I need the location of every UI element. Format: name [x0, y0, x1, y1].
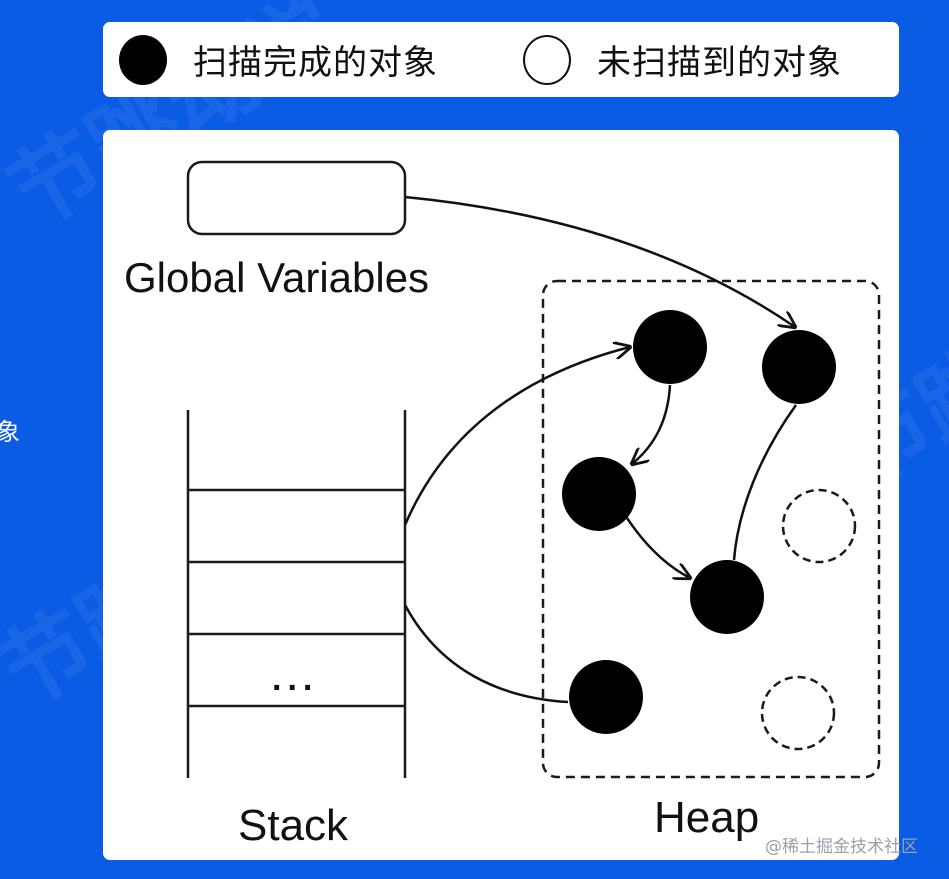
cropped-side-text: 象 — [0, 418, 20, 446]
heap-object-scanned — [633, 310, 707, 384]
global-variables-box — [186, 160, 407, 236]
heap-object-scanned — [690, 560, 764, 634]
stack-label: Stack — [238, 801, 349, 850]
edge-global-to-n2 — [404, 195, 795, 327]
heap-region — [541, 279, 881, 779]
diagram-panel — [103, 130, 899, 860]
heap-object-scanned — [562, 457, 636, 531]
edge-n3-to-n5 — [625, 517, 690, 578]
heap-object-scanned — [762, 330, 836, 404]
legend: 扫描完成的对象 未扫描到的对象 — [103, 22, 899, 97]
edge-n2-to-n5 — [732, 404, 798, 561]
heap-object-unscanned — [760, 675, 836, 751]
edge-stack-to-n6 — [403, 604, 569, 704]
credit-watermark: @稀土掘金技术社区 — [765, 837, 918, 857]
heap-object-unscanned — [781, 488, 857, 564]
legend-label-scanned: 扫描完成的对象 — [193, 43, 438, 83]
legend-item-scanned: 扫描完成的对象 — [119, 22, 438, 97]
filled-circle-icon — [119, 34, 167, 85]
heap-label: Heap — [654, 793, 759, 842]
stack — [186, 410, 407, 778]
global-variables-label: Global Variables — [124, 254, 429, 301]
empty-circle-icon — [523, 34, 571, 85]
heap-object-scanned — [569, 660, 643, 734]
edge-stack-to-n1 — [403, 347, 630, 526]
legend-item-unscanned: 未扫描到的对象 — [523, 22, 842, 97]
stack-ellipsis: ... — [272, 660, 318, 698]
legend-label-unscanned: 未扫描到的对象 — [597, 43, 842, 83]
edge-n1-to-n3 — [632, 384, 672, 464]
